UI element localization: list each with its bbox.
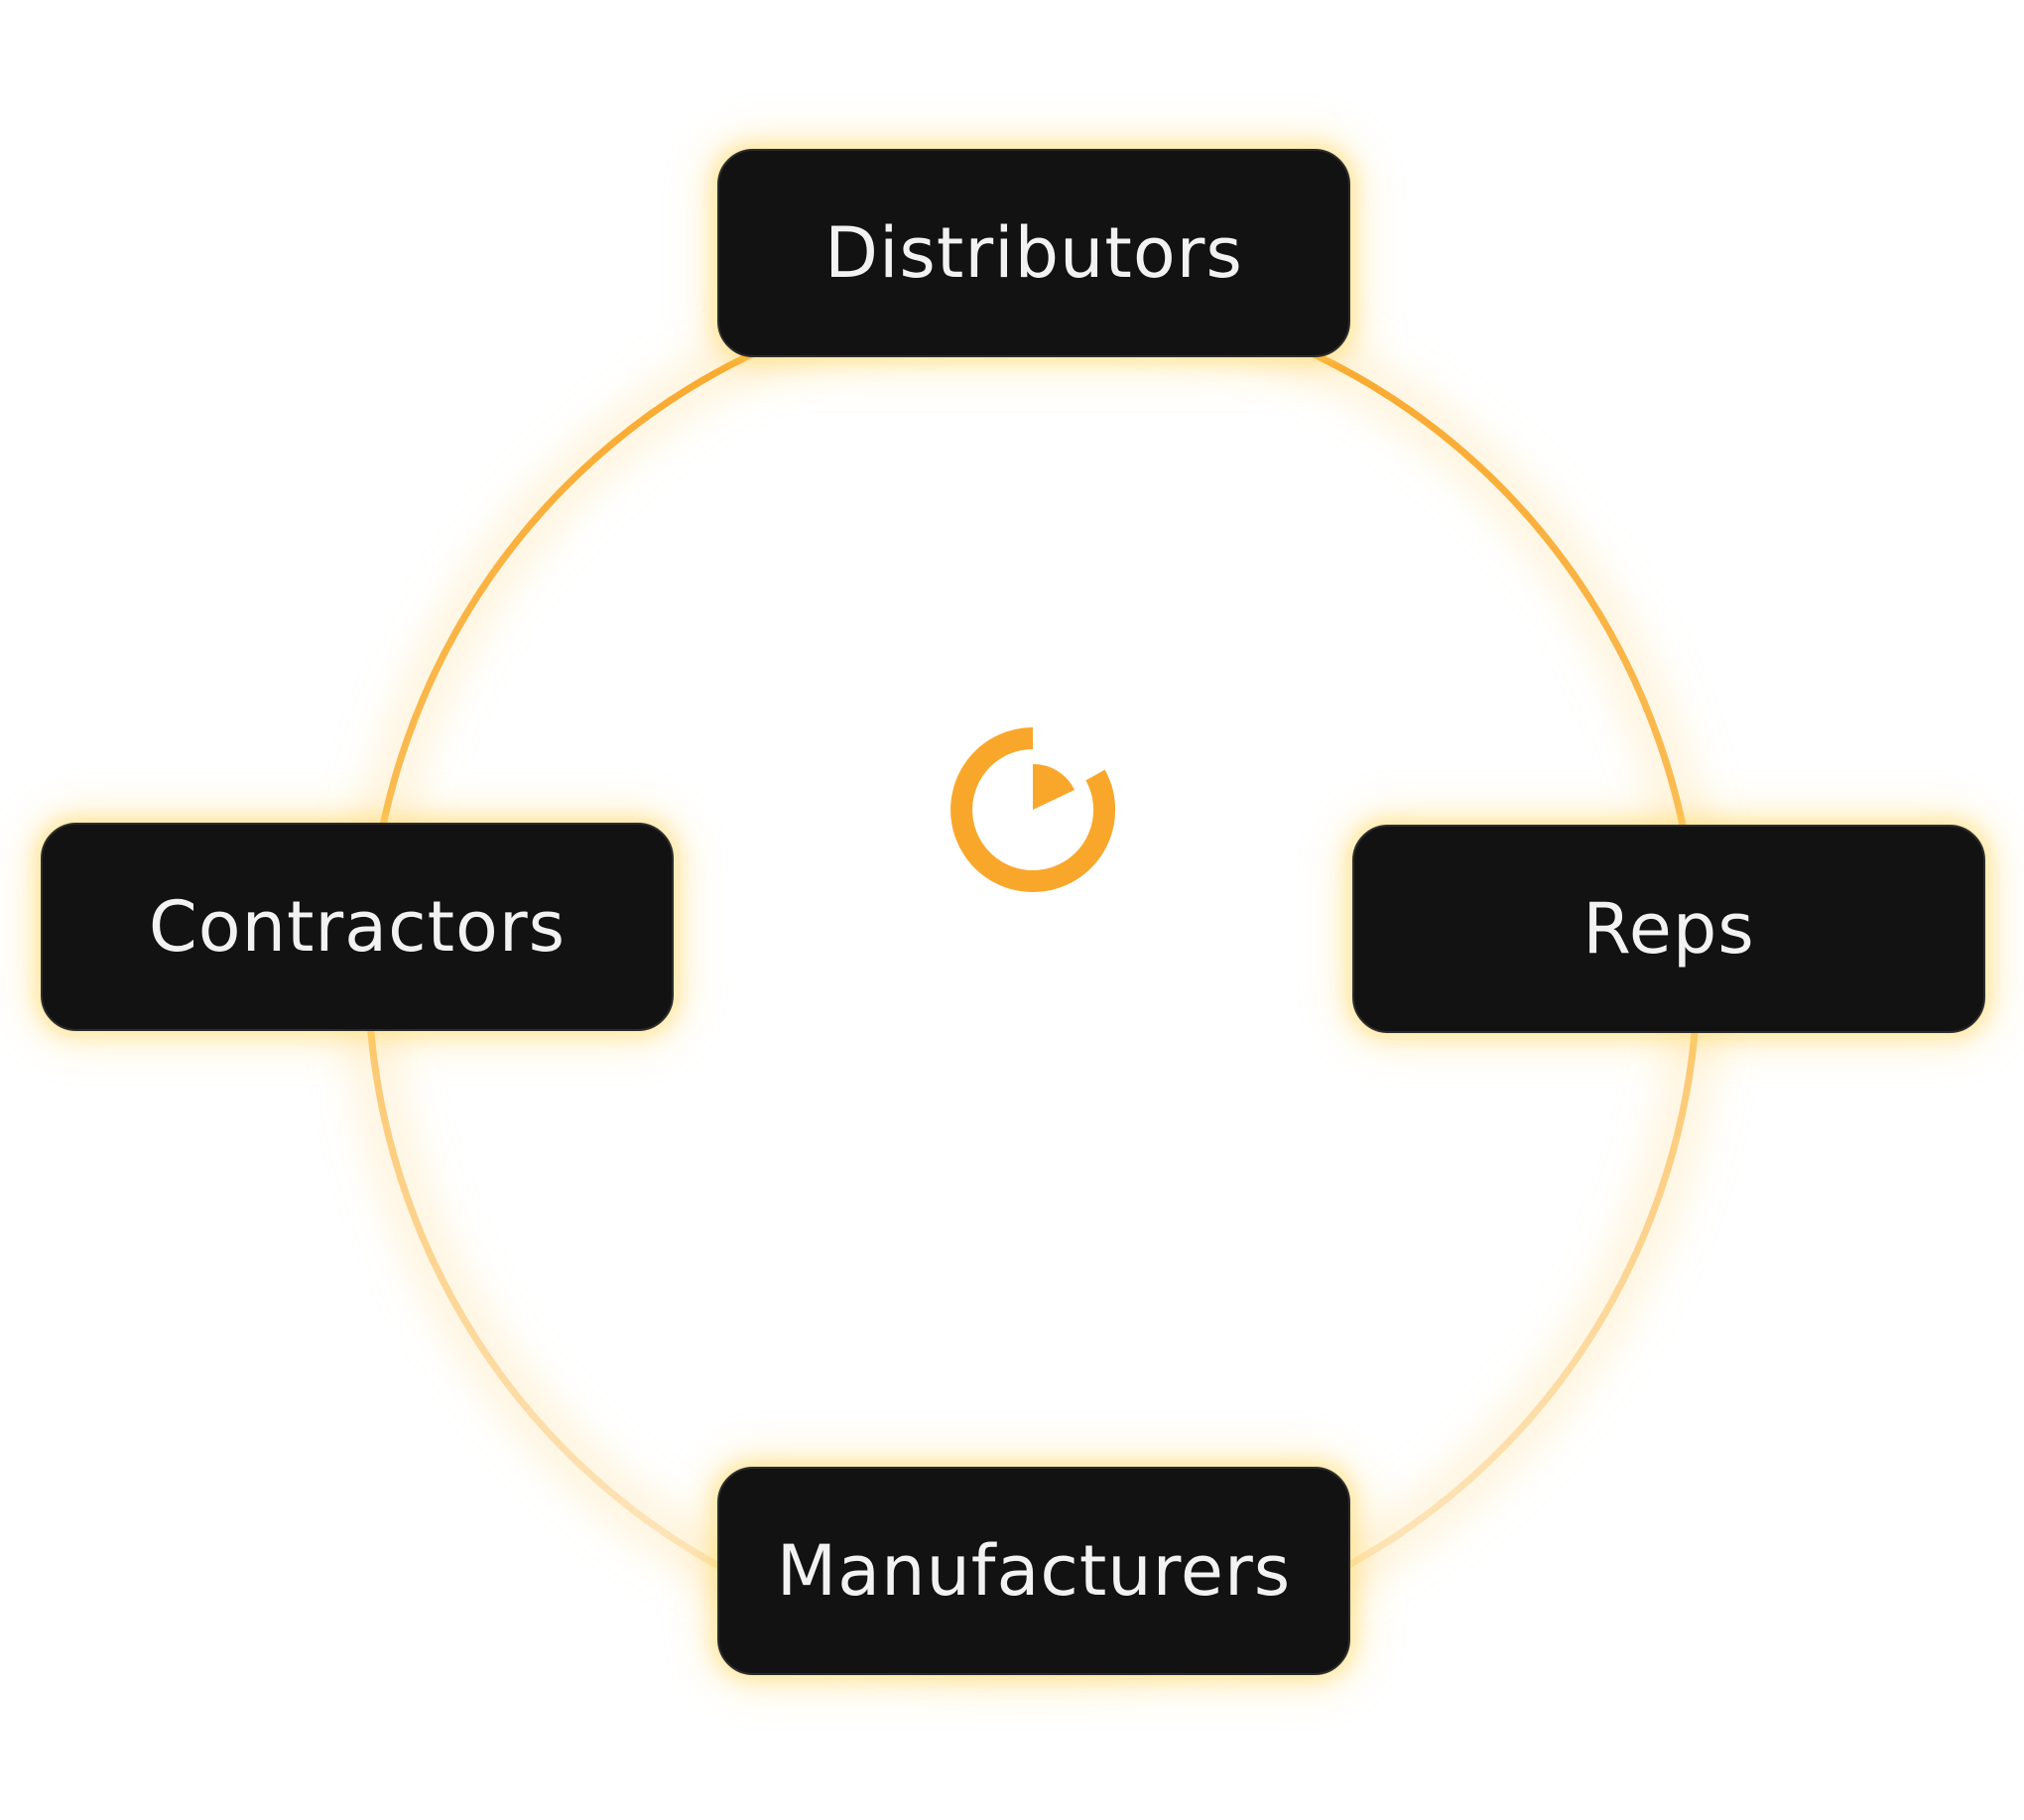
node-label: Manufacturers (776, 1530, 1292, 1612)
node-label: Contractors (148, 886, 567, 968)
node-distributors[interactable]: Distributors (717, 149, 1350, 357)
orange-ring-logo-icon (950, 727, 1116, 892)
node-contractors[interactable]: Contractors (41, 823, 674, 1031)
node-label: Distributors (824, 212, 1243, 294)
node-manufacturers[interactable]: Manufacturers (717, 1467, 1350, 1675)
node-reps[interactable]: Reps (1352, 825, 1985, 1033)
node-label: Reps (1582, 888, 1755, 970)
